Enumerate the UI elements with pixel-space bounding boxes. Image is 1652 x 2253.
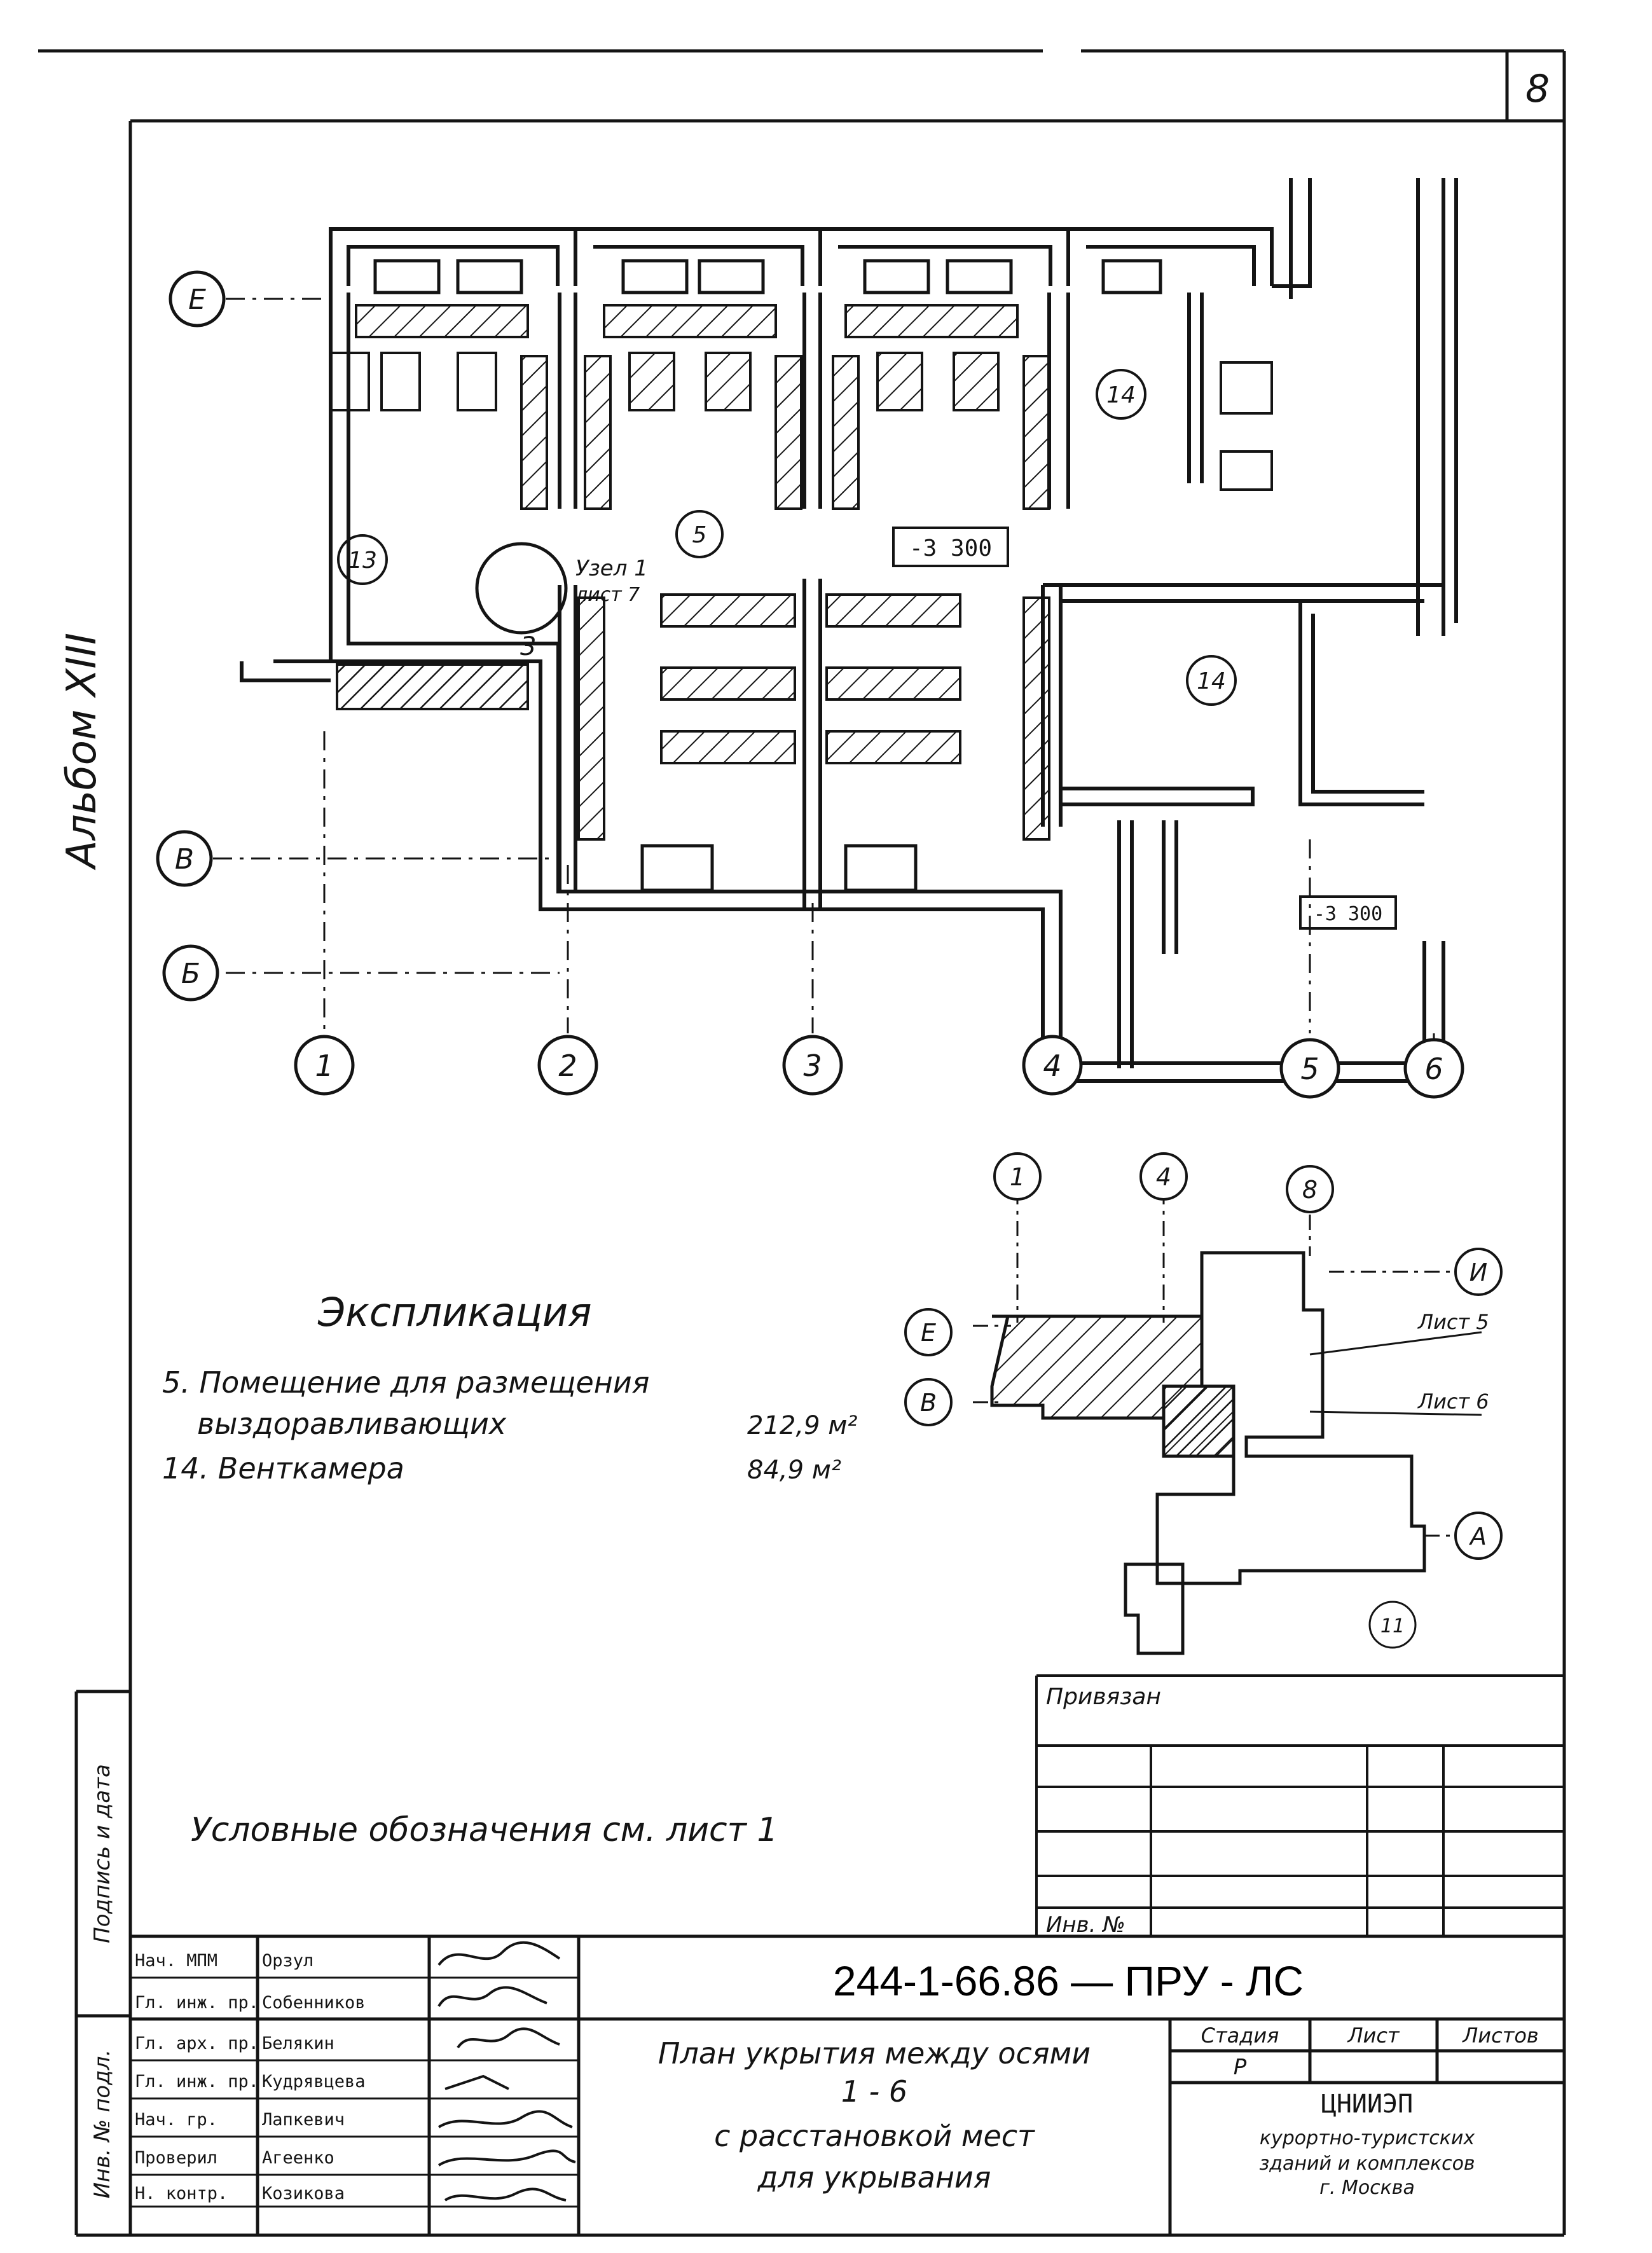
tb-role-1: Нач. МПМ bbox=[135, 1951, 217, 1971]
key-sheet-ref-6: Лист 6 bbox=[1417, 1389, 1489, 1414]
key-plan: 1 4 8 И Е В А Лист 5 Лист 6 11 bbox=[904, 1152, 1503, 1655]
tb-role-2: Гл. инж. пр. bbox=[135, 1993, 259, 2013]
axis-bubbles bbox=[156, 270, 1464, 1099]
key-sheet-ref-5: Лист 5 bbox=[1417, 1310, 1489, 1334]
axis-row-B: Б bbox=[181, 958, 200, 990]
axis-row-E: Е bbox=[188, 284, 206, 316]
drawing-title-line-2: 1 - 6 bbox=[841, 2074, 907, 2109]
org-line-4: г. Москва bbox=[1319, 2177, 1415, 2199]
sheet-number: 8 bbox=[1525, 67, 1550, 111]
tb-name-2: Собенников bbox=[262, 1993, 366, 2013]
room-13: 13 bbox=[348, 548, 377, 574]
floor-plan: Узел 1 лист 7 3 -3 300 -3 300 13 5 14 14 bbox=[240, 178, 1458, 1083]
legend-note: Условные обозначения см. лист 1 bbox=[191, 1811, 778, 1849]
explication-item-2-area: 84,9 м² bbox=[747, 1456, 841, 1485]
window-niches bbox=[373, 259, 1162, 892]
room-markers bbox=[337, 369, 1237, 706]
room-14-upper: 14 bbox=[1106, 382, 1136, 408]
sheet-header: Лист bbox=[1347, 2023, 1400, 2048]
explication-item-1-area: 212,9 м² bbox=[747, 1411, 857, 1440]
axis-col-1: 1 bbox=[315, 1049, 333, 1083]
explication: Экспликация 5. Помещение для размещения … bbox=[162, 1289, 857, 1485]
stair-number: 3 bbox=[520, 632, 536, 661]
title-block-rows bbox=[130, 1976, 579, 2208]
title-block-grid bbox=[130, 1934, 1564, 2235]
axis-row-V: В bbox=[175, 843, 194, 876]
explication-item-2-line-1: 14. Венткамера bbox=[162, 1451, 404, 1485]
sheet-frame bbox=[38, 49, 1566, 2237]
tb-role-6: Проверил bbox=[135, 2148, 217, 2168]
tb-name-4: Кудрявцева bbox=[262, 2072, 366, 2091]
org-line-3: зданий и комплексов bbox=[1259, 2153, 1475, 2175]
tb-name-6: Агеенко bbox=[262, 2148, 334, 2168]
level-mark-main-box bbox=[892, 527, 1009, 567]
room-5: 5 bbox=[692, 522, 707, 548]
org-line-2: курортно-туристских bbox=[1260, 2127, 1475, 2149]
bed-blocks bbox=[329, 304, 1273, 841]
side-label-inventory: Инв. № подл. bbox=[90, 2050, 115, 2199]
key-axis-8: 8 bbox=[1302, 1176, 1318, 1204]
level-mark-side: -3 300 bbox=[1314, 903, 1382, 925]
tb-name-5: Лапкевич bbox=[262, 2110, 345, 2130]
tb-name-3: Белякин bbox=[262, 2034, 334, 2053]
axis-col-6: 6 bbox=[1424, 1052, 1443, 1086]
axis-col-5: 5 bbox=[1300, 1052, 1319, 1086]
explication-item-1-line-2: выздоравливающих bbox=[197, 1407, 507, 1441]
node-label: Узел 1 bbox=[575, 556, 648, 581]
tb-role-7: Н. контр. bbox=[135, 2184, 228, 2203]
binding-table bbox=[1035, 1674, 1564, 1936]
axis-col-4: 4 bbox=[1043, 1049, 1061, 1083]
axis-col-3: 3 bbox=[803, 1049, 822, 1083]
org-line-1: ЦНИИЭП bbox=[1321, 2090, 1414, 2119]
tb-name-7: Козикова bbox=[262, 2184, 345, 2203]
side-label-signature: Подпись и дата bbox=[90, 1764, 115, 1943]
binding-inventory: Инв. № bbox=[1046, 1912, 1125, 1938]
tb-role-4: Гл. инж. пр. bbox=[135, 2072, 259, 2091]
drawing-title-line-3: с расстановкой мест bbox=[714, 2119, 1035, 2153]
album-label: Альбом XIII bbox=[59, 633, 106, 871]
key-axis-V: В bbox=[920, 1389, 937, 1417]
axis-col-2: 2 bbox=[558, 1049, 577, 1083]
drawing-title-line-1: План укрытия между осями bbox=[658, 2036, 1091, 2070]
stage-value: Р bbox=[1234, 2055, 1247, 2080]
level-mark-main: -3 300 bbox=[909, 535, 992, 562]
drawing-title-line-4: для укрывания bbox=[757, 2160, 991, 2194]
key-axis-A: А bbox=[1468, 1522, 1487, 1550]
key-axis-4: 4 bbox=[1156, 1163, 1171, 1191]
signatures bbox=[437, 1941, 576, 2201]
document-code: 244-1-66.86 — ПРУ - ЛС bbox=[833, 1957, 1304, 2004]
key-axis-I: И bbox=[1470, 1258, 1487, 1286]
level-mark-side-box bbox=[1299, 895, 1397, 930]
sheets-header: Листов bbox=[1462, 2023, 1539, 2048]
explication-item-1-line-1: 5. Помещение для размещения bbox=[162, 1365, 649, 1400]
key-axis-E: Е bbox=[921, 1319, 936, 1347]
explication-title: Экспликация bbox=[317, 1289, 592, 1335]
axis-lines bbox=[213, 298, 1435, 1081]
key-mark-circle bbox=[1368, 1601, 1417, 1649]
tb-role-3: Гл. арх. пр. bbox=[135, 2034, 259, 2053]
binding-title: Привязан bbox=[1046, 1684, 1161, 1710]
node-callout-circle bbox=[475, 542, 568, 635]
tb-name-1: Орзул bbox=[262, 1951, 313, 1971]
key-axis-1: 1 bbox=[1010, 1163, 1025, 1191]
node-sheet: лист 7 bbox=[575, 584, 640, 606]
tb-role-5: Нач. гр. bbox=[135, 2110, 217, 2130]
key-mark: 11 bbox=[1380, 1615, 1405, 1637]
stage-header: Стадия bbox=[1201, 2023, 1279, 2048]
room-14-lower: 14 bbox=[1197, 668, 1226, 694]
